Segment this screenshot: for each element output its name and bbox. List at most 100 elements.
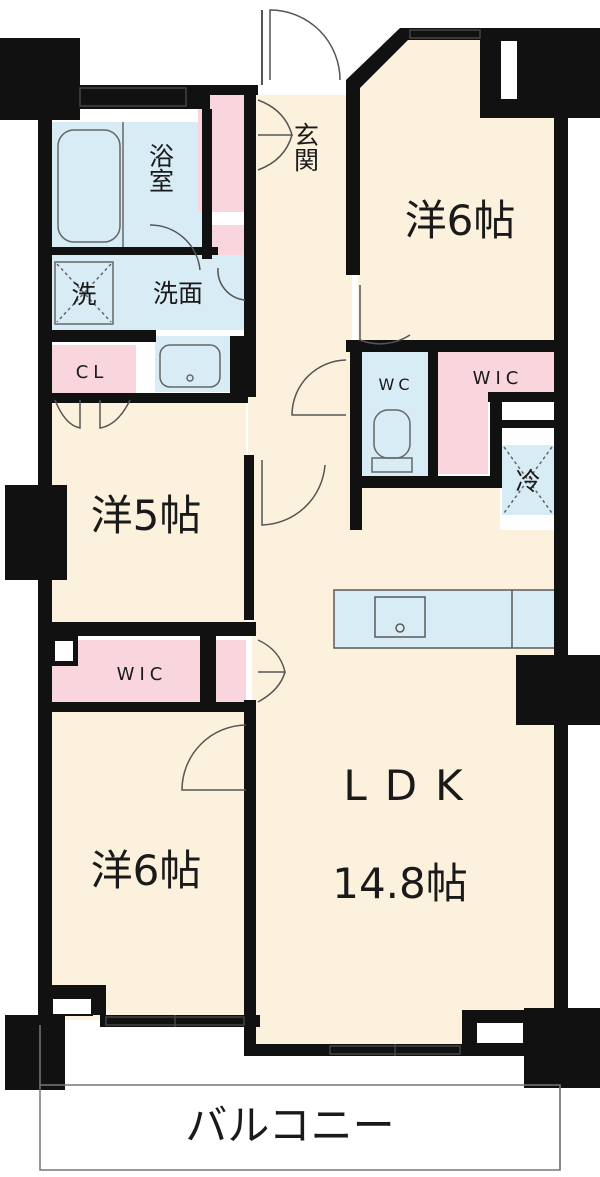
fridge-x-1 (503, 446, 553, 514)
washer-pan (54, 261, 114, 325)
basin (159, 344, 221, 388)
wall-ne-top (400, 28, 490, 40)
storage-closet-sw (216, 640, 246, 702)
wall-center-mid (244, 455, 254, 620)
washer-x-1 (56, 263, 112, 323)
basin-drain (186, 374, 194, 382)
floor-bath (52, 122, 202, 247)
wall-bath-right (202, 109, 212, 259)
wall-bottom-room6 (100, 1015, 260, 1027)
wall-wc-right (428, 352, 438, 487)
door-wc (291, 359, 347, 416)
label-ldk: LDK (343, 761, 480, 810)
door-room5 (261, 460, 326, 526)
door-cl-2 (99, 399, 131, 429)
wall-hall-right (346, 225, 360, 275)
wall-left-lower (38, 625, 52, 1020)
storage-wic-ne-lower (436, 398, 488, 474)
wall-top-mid (186, 85, 258, 95)
door-cl-1 (54, 399, 81, 429)
wall-wc-left (350, 340, 362, 485)
door-ne-room (359, 285, 411, 345)
windows (79, 29, 481, 1056)
label-washer: 洗 (71, 280, 96, 309)
pillar-cutout-tr (499, 39, 519, 101)
pillar-cutout-bl (51, 997, 93, 1016)
wall-genkan-right (346, 80, 360, 225)
sink-drain (395, 623, 405, 633)
label-wic-ne: WIC (473, 368, 524, 389)
door-closet-sw-2 (257, 671, 286, 703)
label-wc: WC (379, 375, 414, 394)
wall-ne-bottom (346, 340, 560, 352)
fridge-x-2 (503, 446, 553, 514)
window-ne (409, 29, 481, 39)
label-closet: CL (76, 362, 109, 383)
wall-bottom-ldk (244, 1044, 504, 1056)
floor-genkan (255, 95, 347, 215)
toilet-bowl (373, 409, 411, 459)
floor-washroom (48, 255, 244, 330)
pillar-top-left (0, 38, 80, 120)
label-western-room-sw: 洋6帖 (91, 846, 202, 895)
window-bath (79, 87, 187, 107)
label-wic-sw: WIC (117, 664, 168, 685)
wall-right-lower (554, 725, 568, 1015)
floor-ldk (252, 455, 556, 1050)
balcony (39, 1025, 561, 1171)
wall-fridge-left (490, 402, 502, 488)
kitchen-counter (333, 589, 557, 649)
floor-hall (248, 215, 352, 455)
walls (0, 28, 600, 1090)
label-bath: 浴室 (146, 143, 175, 193)
wall-ne-diagonal (346, 28, 410, 90)
wall-basin-right (230, 336, 246, 396)
wall-room5-bottom (48, 622, 256, 636)
pillar-cutouts (51, 39, 525, 1045)
pillar-bottom-left (5, 1015, 65, 1090)
pillar-cutout-br (475, 1021, 525, 1045)
washer-x-2 (56, 263, 112, 323)
storage-wic-ne (436, 352, 554, 398)
wall-center-upper (244, 92, 256, 397)
door-closet-sw-1 (257, 639, 286, 673)
door-entrance (269, 9, 341, 81)
door-shoe-1 (257, 99, 293, 136)
labels: 浴室 玄関 洋6帖 洗 洗面 CL WC WIC 冷 洋5帖 WIC LDK 1… (71, 122, 540, 1150)
label-fridge: 冷 (515, 467, 540, 496)
door-wash (217, 267, 246, 301)
floor-western-room-mid (48, 400, 246, 622)
door-bath (149, 224, 201, 271)
wall-center-lower (244, 700, 256, 1050)
kitchen-sink (374, 596, 426, 638)
wall-wash-bottom (48, 330, 156, 342)
wall-wic-right (200, 636, 216, 706)
label-western-room-mid: 洋5帖 (91, 491, 202, 540)
door-room6-sw (181, 724, 247, 791)
wall-right-upper (554, 110, 568, 665)
wall-wc-bottom (350, 476, 500, 488)
bathtub (57, 129, 121, 243)
label-balcony: バルコニー (185, 1101, 394, 1150)
fixtures (54, 122, 553, 514)
floor-fridge (502, 445, 554, 515)
doors (54, 9, 411, 791)
label-ldk-size: 14.8帖 (332, 859, 468, 908)
floor-western-room-sw (48, 712, 246, 1020)
label-entrance: 玄関 (291, 122, 320, 172)
door-shoe-2 (257, 134, 293, 171)
wall-kitchen-stub (350, 488, 362, 530)
floor-fills (48, 40, 557, 1050)
storage-cl (48, 345, 136, 393)
label-western-room-ne: 洋6帖 (405, 196, 516, 245)
wall-wic-bottom (48, 702, 256, 712)
wall-fridge-top (490, 420, 556, 428)
pillar-left-mid (5, 485, 67, 580)
pillar-cutout-wic (53, 639, 75, 663)
wall-wic-ne-inner (488, 392, 556, 402)
wall-room5-top (48, 393, 248, 403)
pillar-top-right (480, 28, 600, 118)
floor-wc (360, 352, 428, 476)
pillar-bottom-right (524, 1008, 600, 1088)
